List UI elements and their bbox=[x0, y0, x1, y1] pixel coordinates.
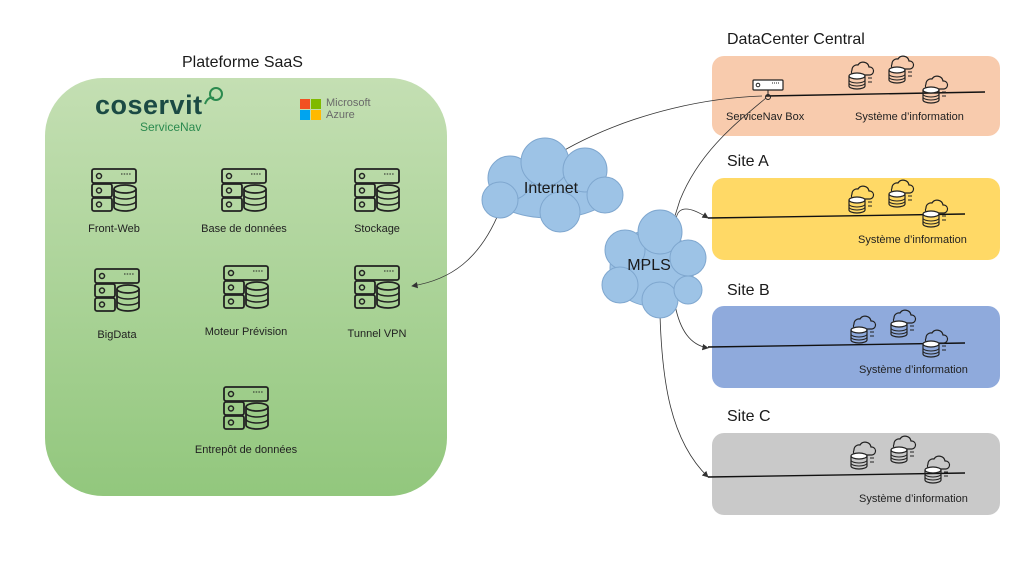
azure-label: Azure bbox=[326, 109, 355, 121]
database-cloud-icon bbox=[922, 329, 949, 358]
database-cloud-icon bbox=[890, 435, 917, 464]
si-label-c: Système d’information bbox=[859, 493, 968, 505]
microsoft-label: Microsoft bbox=[326, 97, 371, 109]
site-network-line bbox=[765, 91, 986, 97]
mpls-cloud-icon bbox=[601, 209, 707, 319]
servicenav-box-icon bbox=[752, 79, 784, 100]
site-network-line bbox=[707, 213, 966, 219]
database-cloud-icon bbox=[924, 455, 951, 484]
platform-title: Plateforme SaaS bbox=[182, 54, 303, 71]
site-title-datacenter: DataCenter Central bbox=[727, 31, 865, 48]
server-label: Tunnel VPN bbox=[347, 328, 407, 340]
database-cloud-icon bbox=[850, 315, 877, 344]
database-cloud-icon bbox=[848, 185, 875, 214]
servicenav-box-label: ServiceNav Box bbox=[726, 111, 805, 123]
server-icon bbox=[354, 168, 400, 212]
coservit-leaf-icon bbox=[204, 87, 223, 105]
site-title-c: Site C bbox=[727, 408, 771, 425]
internet-cloud-icon bbox=[481, 137, 624, 233]
server-label: Front-Web bbox=[88, 223, 140, 235]
server-icon bbox=[94, 268, 140, 312]
mpls-site-b-link bbox=[674, 304, 709, 351]
si-label-a: Système d’information bbox=[858, 234, 967, 246]
site-title-a: Site A bbox=[727, 153, 769, 170]
database-cloud-icon bbox=[922, 75, 949, 104]
coservit-logo-sub: ServiceNav bbox=[140, 120, 202, 134]
server-icon bbox=[223, 386, 269, 430]
si-label-b: Système d’information bbox=[859, 364, 968, 376]
server-label: Base de données bbox=[201, 223, 287, 235]
database-cloud-icon bbox=[888, 55, 915, 84]
server-icon bbox=[354, 265, 400, 309]
server-label: Entrepôt de données bbox=[194, 444, 298, 456]
site-network-line bbox=[707, 472, 966, 478]
mpls-site-c-link bbox=[659, 314, 709, 478]
si-label-datacenter: Système d’information bbox=[855, 111, 964, 123]
server-label: BigData bbox=[97, 329, 137, 341]
server-label: Stockage bbox=[354, 223, 400, 235]
site-network-line bbox=[707, 342, 966, 348]
microsoft-logo-icon bbox=[300, 99, 321, 120]
database-cloud-icon bbox=[888, 179, 915, 208]
server-icon bbox=[221, 168, 267, 212]
internet-label: Internet bbox=[523, 180, 579, 197]
database-cloud-icon bbox=[850, 441, 877, 470]
microsoft-azure-label: Microsoft Azure bbox=[326, 97, 371, 121]
site-title-b: Site B bbox=[727, 282, 770, 299]
coservit-logo: coservit bbox=[95, 90, 203, 120]
database-cloud-icon bbox=[848, 61, 875, 90]
database-cloud-icon bbox=[890, 309, 917, 338]
database-cloud-icon bbox=[922, 199, 949, 228]
server-label: Moteur Prévision bbox=[204, 326, 288, 338]
server-icon bbox=[223, 265, 269, 309]
mpls-label: MPLS bbox=[627, 257, 671, 274]
site-box-a bbox=[712, 178, 1000, 260]
server-icon bbox=[91, 168, 137, 212]
